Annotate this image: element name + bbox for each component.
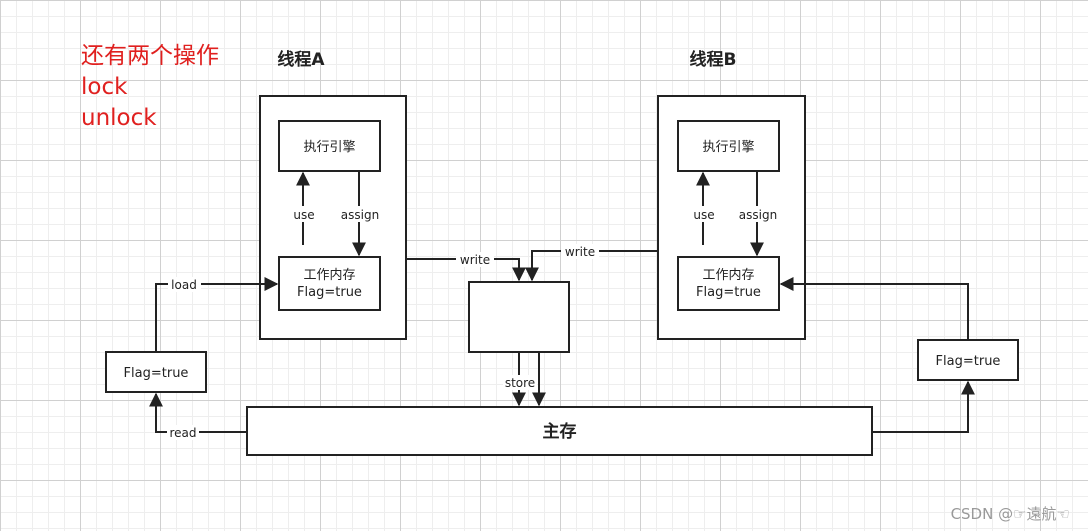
thread-b-engine-label: 执行引擎 xyxy=(702,140,754,155)
note-line-3: unlock xyxy=(81,105,157,131)
write-a-label-bg xyxy=(456,252,494,267)
write-b-label-bg xyxy=(561,244,599,259)
main-memory-label: 主存 xyxy=(543,421,577,442)
thread-b-use-label: use xyxy=(693,208,714,222)
write-a-label: write xyxy=(460,253,490,267)
thread-b-engine-box xyxy=(677,120,780,172)
thread-a-memory-flag: Flag=true xyxy=(297,285,362,300)
write-b-arrow xyxy=(525,250,658,282)
right-flag-box xyxy=(917,339,1019,381)
load-arrow xyxy=(155,277,279,352)
thread-a-use-label-bg xyxy=(290,206,318,222)
thread-b-memory-box xyxy=(677,256,780,311)
thread-b-use-label-bg xyxy=(690,206,718,222)
left-flag-box xyxy=(105,351,207,393)
note-line-1: 还有两个操作 xyxy=(81,43,219,69)
load-label: load xyxy=(171,278,197,292)
thread-a-memory-label: 工作内存 xyxy=(303,267,355,283)
thread-a-use-label: use xyxy=(293,208,314,222)
thread-a-assign-label-bg xyxy=(340,206,380,222)
thread-a-title: 线程A xyxy=(277,49,325,70)
right-flag-to-thread-b-arrow xyxy=(779,277,969,340)
thread-b-memory-flag: Flag=true xyxy=(696,285,761,300)
read-label-bg xyxy=(167,425,199,440)
right-flag-label: Flag=true xyxy=(936,354,1001,369)
thread-a: 执行引擎 工作内存 Flag=true xyxy=(259,95,407,340)
left-flag-label: Flag=true xyxy=(124,366,189,381)
store-label: store xyxy=(505,376,535,390)
thread-b-memory-label: 工作内存 xyxy=(702,267,754,283)
load-label-bg xyxy=(168,277,201,292)
read-label: read xyxy=(169,426,196,440)
thread-a-memory-box xyxy=(278,256,381,311)
store-label-bg xyxy=(503,375,537,390)
thread-b-assign-label-bg xyxy=(738,206,778,222)
thread-a-engine-label: 执行引擎 xyxy=(303,140,355,155)
operations-note: 还有两个操作 lock unlock xyxy=(81,43,219,131)
read-arrow xyxy=(149,392,247,433)
main-memory-box xyxy=(246,406,873,456)
thread-b: 执行引擎 工作内存 Flag=true xyxy=(657,95,806,340)
write-b-label: write xyxy=(565,245,595,259)
transfer-buffer-box xyxy=(468,281,570,353)
thread-a-assign-label: assign xyxy=(341,208,379,222)
thread-b-assign-label: assign xyxy=(739,208,777,222)
csdn-watermark: CSDN @☞遠航☜ xyxy=(951,505,1070,523)
note-line-2: lock xyxy=(81,74,128,100)
thread-a-engine-box xyxy=(278,120,381,172)
main-to-right-flag-arrow xyxy=(872,380,975,433)
thread-b-title: 线程B xyxy=(690,49,737,70)
write-a-arrow xyxy=(406,258,526,282)
